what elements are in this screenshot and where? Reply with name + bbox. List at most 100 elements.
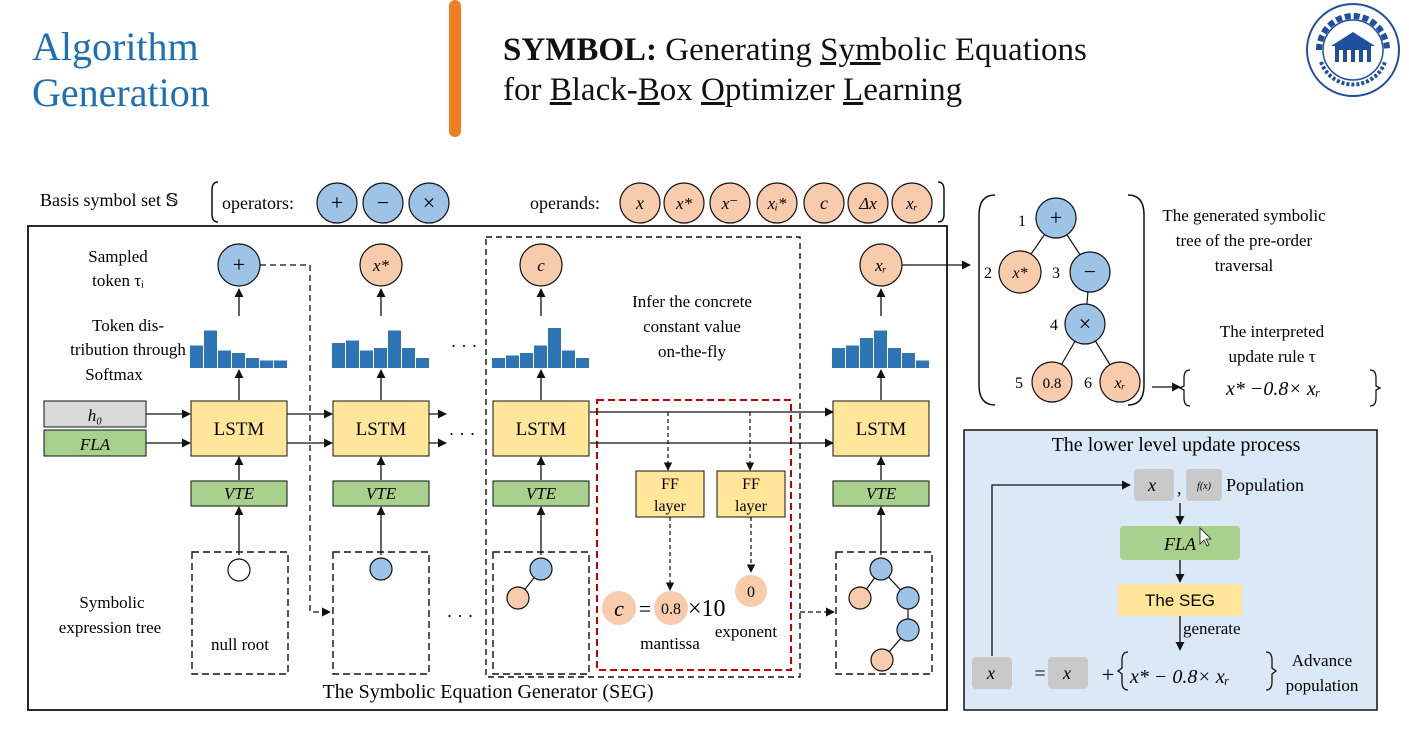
ff1-line1: FF <box>661 476 679 493</box>
lower-level-title: The lower level update process <box>1052 434 1301 456</box>
gtree-sym-5: 0.8 <box>1043 376 1062 392</box>
softmax-bar <box>360 350 373 368</box>
tree-box-2 <box>332 551 430 675</box>
softmax-bar <box>388 330 401 368</box>
softmax-bar <box>506 355 519 368</box>
university-logo-icon <box>1306 3 1400 97</box>
operand-c <box>803 182 845 224</box>
tree-box-1 <box>191 551 289 675</box>
softmax-bar <box>274 360 287 368</box>
lower-expression: x* − 0.8× xᵣ <box>1129 666 1230 688</box>
token-c-text: c <box>537 256 545 275</box>
tree-box-4 <box>835 551 933 675</box>
t-part: earning <box>863 72 963 108</box>
softmax-bar <box>860 338 873 368</box>
gtree-node-4 <box>1064 303 1106 345</box>
paper-title-line1: SYMBOL: Generating Symbolic Equations <box>503 30 1087 70</box>
operand-xminus-text: x⁻ <box>721 194 739 213</box>
ff-layer-2 <box>716 470 786 518</box>
rule-caption-1: The interpreted <box>1220 322 1325 341</box>
lstm-label: LSTM <box>856 419 907 440</box>
left-labels: Sampled token τᵢ Token dis- tribution th… <box>59 247 187 637</box>
const-c-circle <box>602 591 636 625</box>
lower-generate-label: generate <box>1183 619 1241 638</box>
softmax-bar <box>902 353 915 368</box>
lower-brace-right <box>1265 651 1278 691</box>
softmax-bar <box>190 345 203 368</box>
vte-block <box>832 480 930 507</box>
operand-xstar-text: x* <box>675 194 693 213</box>
gtree-caption-3: traversal <box>1215 256 1274 275</box>
operator-minus <box>362 182 404 224</box>
tree2-root <box>369 557 393 581</box>
softmax-bar <box>374 348 387 368</box>
ff2-line1: FF <box>742 476 760 493</box>
rule-expression: x* −0.8× xᵣ <box>1225 378 1321 400</box>
softmax-bar <box>846 345 859 368</box>
const-c-text: c <box>614 596 624 621</box>
softmax-bar <box>204 330 217 368</box>
softmax-bar <box>562 350 575 368</box>
slide-title-line2: Generation <box>32 70 210 115</box>
t-part-u: B <box>637 72 660 108</box>
lstm-label: LSTM <box>214 419 265 440</box>
lower-xold-chip <box>1048 657 1088 689</box>
gtree-caption-1: The generated symbolic <box>1162 206 1326 225</box>
slide-title: Algorithm Generation <box>32 24 210 116</box>
gtree-idx-3: 3 <box>1052 265 1060 282</box>
mantissa-value: 0.8 <box>661 601 681 618</box>
softmax-bar <box>534 345 547 368</box>
softmax-bar <box>916 360 929 368</box>
lstm-label: LSTM <box>516 419 567 440</box>
softmax-bar <box>874 330 887 368</box>
lower-xnew-chip <box>972 657 1012 689</box>
lstm-block <box>190 400 288 457</box>
softmax-bar <box>402 348 415 368</box>
ff1-line2: layer <box>654 498 687 515</box>
rule-caption-2: update rule τ <box>1228 347 1315 366</box>
tree-boxes <box>191 551 933 675</box>
tree3-root <box>529 557 553 581</box>
softmax-bar <box>492 358 505 368</box>
t-part-u: B <box>549 72 572 108</box>
operand-xr-text: xᵣ <box>905 194 918 213</box>
lower-xold-text: x <box>1062 663 1071 683</box>
label-sampled: Sampled <box>88 247 148 266</box>
tree-paren-right <box>1127 194 1145 406</box>
operators-label: operators: <box>222 193 294 213</box>
operator-minus-text: − <box>377 190 389 215</box>
operator-times-text: × <box>423 190 435 215</box>
token-xr-text: xᵣ <box>874 256 887 275</box>
tree4-n4 <box>896 618 920 642</box>
lower-x-text: x <box>1147 475 1156 495</box>
gtree-node-6 <box>1099 361 1141 403</box>
vte-label: VTE <box>224 484 255 503</box>
times-ten: ×10 <box>688 596 726 622</box>
tree4-n5 <box>870 648 894 672</box>
paper-title-bold: SYMBOL: <box>503 32 658 68</box>
ellipsis-tree: · · · <box>447 606 474 626</box>
slide-title-line1: Algorithm <box>32 24 199 69</box>
constant-inference-frame <box>596 399 792 671</box>
softmax-bar <box>576 358 589 368</box>
tree4-n3 <box>896 586 920 610</box>
fla-input <box>43 429 147 457</box>
operand-x <box>619 182 661 224</box>
operand-xminus <box>709 182 751 224</box>
label-tokendist-1: Token dis- <box>92 316 164 335</box>
vte-block <box>190 480 288 507</box>
paper-title: SYMBOL: Generating Symbolic Equations fo… <box>503 30 1087 110</box>
operand-xstar <box>663 182 705 224</box>
softmax-bar <box>346 340 359 368</box>
lstm-block <box>492 400 590 457</box>
t-part: Generating <box>657 32 821 68</box>
gtree-caption-2: tree of the pre-order <box>1176 231 1313 250</box>
label-tokendist-2: tribution through <box>70 340 186 359</box>
operator-plus-text: + <box>331 190 343 215</box>
softmax-bar <box>416 358 429 368</box>
mantissa-circle <box>654 591 688 625</box>
label-symtree-1: Symbolic <box>79 593 145 612</box>
operands-label: operands: <box>530 193 600 213</box>
gtree-node-3 <box>1069 251 1111 293</box>
exponent-value: 0 <box>747 584 755 601</box>
